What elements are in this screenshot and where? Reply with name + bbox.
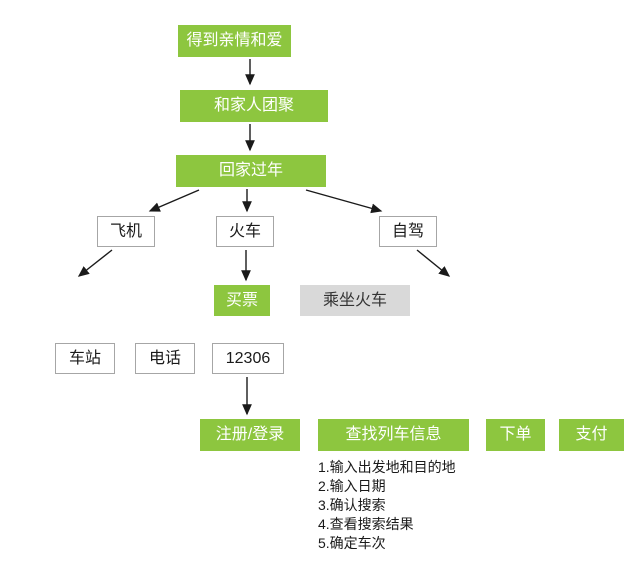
node-take-train: 乘坐火车 bbox=[300, 285, 410, 316]
search-step: 3.确认搜索 bbox=[318, 497, 386, 513]
search-step: 4.查看搜索结果 bbox=[318, 516, 414, 532]
node-search-train-info: 查找列车信息 bbox=[318, 419, 469, 451]
node-train: 火车 bbox=[216, 216, 274, 247]
search-step: 2.输入日期 bbox=[318, 478, 386, 494]
node-self-drive: 自驾 bbox=[379, 216, 437, 247]
node-buy-ticket: 买票 bbox=[214, 285, 270, 316]
arrow-gohome-to-drive bbox=[305, 189, 383, 214]
search-step: 5.确定车次 bbox=[318, 535, 386, 551]
node-pay: 支付 bbox=[559, 419, 624, 451]
node-place-order: 下单 bbox=[486, 419, 545, 451]
node-family-love: 得到亲情和爱 bbox=[178, 25, 291, 57]
arrow-plane-down bbox=[77, 249, 113, 277]
node-family-reunion: 和家人团聚 bbox=[180, 90, 328, 122]
node-station: 车站 bbox=[55, 343, 115, 374]
node-register-login: 注册/登录 bbox=[200, 419, 300, 451]
arrow-gohome-to-plane bbox=[148, 189, 200, 212]
search-steps-list: 1.输入出发地和目的地 2.输入日期 3.确认搜索 4.查看搜索结果 5.确定车… bbox=[318, 458, 456, 553]
node-plane: 飞机 bbox=[97, 216, 155, 247]
node-phone: 电话 bbox=[135, 343, 195, 374]
node-12306: 12306 bbox=[212, 343, 284, 374]
arrow-drive-down bbox=[416, 249, 451, 277]
search-step: 1.输入出发地和目的地 bbox=[318, 459, 456, 475]
node-go-home-new-year: 回家过年 bbox=[176, 155, 326, 187]
